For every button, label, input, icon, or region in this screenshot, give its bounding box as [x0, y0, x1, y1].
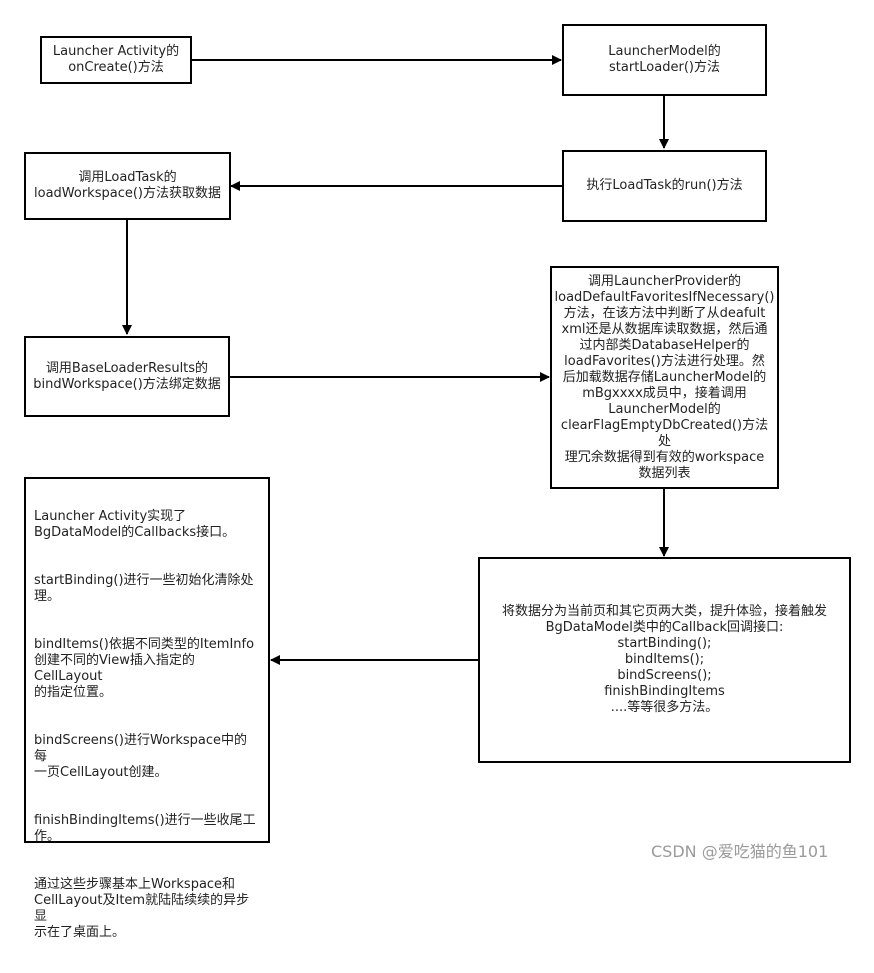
callbacks-paragraph-2: startBinding()进行一些初始化清除处 理。 [34, 573, 254, 604]
node-bindworkspace: 调用BaseLoaderResults的 bindWorkspace()方法绑定… [24, 336, 230, 417]
node-launcherprovider-text: 调用LauncherProvider的 loadDefaultFavorites… [554, 273, 775, 481]
flow-arrows [122, 55, 669, 665]
node-loadtask-run: 执行LoadTask的run()方法 [562, 150, 767, 222]
node-startloader-text: LauncherModel的 startLoader()方法 [608, 44, 721, 75]
node-callback-binding: 将数据分为当前页和其它页两大类，提升体验，接着触发 BgDataModel类中的… [478, 557, 851, 763]
callbacks-paragraph-4: bindScreens()进行Workspace中的每 一页CellLayout… [34, 733, 248, 780]
node-callback-binding-text: 将数据分为当前页和其它页两大类，提升体验，接着触发 BgDataModel类中的… [501, 604, 827, 715]
node-loadworkspace: 调用LoadTask的 loadWorkspace()方法获取数据 [24, 152, 231, 220]
node-startloader: LauncherModel的 startLoader()方法 [562, 24, 767, 96]
node-launcher-oncreate: Launcher Activity的 onCreate()方法 [40, 36, 192, 84]
node-launcher-oncreate-text: Launcher Activity的 onCreate()方法 [52, 44, 180, 75]
node-callbacks-description: Launcher Activity实现了 BgDataModel的Callbac… [24, 477, 270, 940]
node-launcherprovider: 调用LauncherProvider的 loadDefaultFavorites… [550, 266, 779, 489]
callbacks-paragraph-5: finishBindingItems()进行一些收尾工 作。 [34, 813, 256, 844]
watermark: CSDN @爱吃猫的鱼101 [651, 842, 829, 861]
node-bindworkspace-text: 调用BaseLoaderResults的 bindWorkspace()方法绑定… [33, 360, 221, 392]
callbacks-paragraph-1: Launcher Activity实现了 BgDataModel的Callbac… [34, 509, 236, 540]
node-loadworkspace-text: 调用LoadTask的 loadWorkspace()方法获取数据 [34, 170, 221, 201]
node-loadtask-run-text: 执行LoadTask的run()方法 [586, 178, 743, 193]
callbacks-paragraph-6: 通过这些步骤基本上Workspace和 CellLayout及Item就陆陆续续… [34, 877, 250, 940]
callbacks-paragraph-3: bindItems()依据不同类型的ItemInfo 创建不同的View插入指定… [34, 637, 255, 700]
